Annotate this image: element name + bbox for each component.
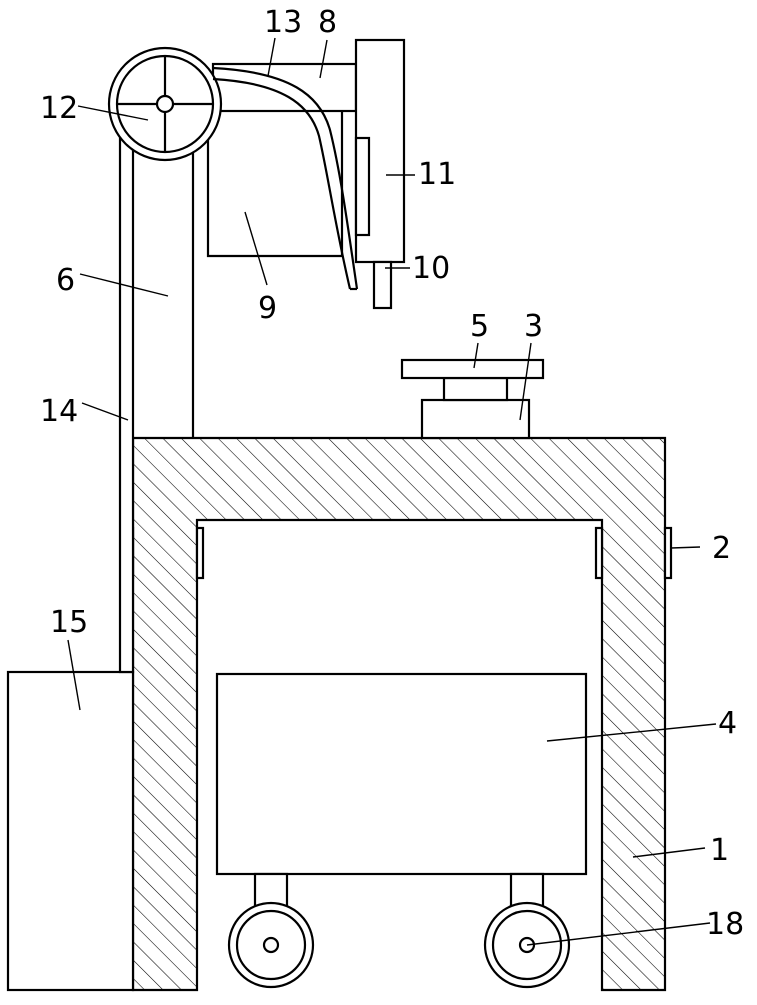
wheel-left xyxy=(227,872,315,989)
label-2: 2 xyxy=(712,531,731,566)
label-18: 18 xyxy=(706,907,744,942)
table-plate xyxy=(400,358,545,380)
label-5: 5 xyxy=(470,309,489,344)
label-15: 15 xyxy=(50,605,88,640)
wheel-right xyxy=(483,872,571,989)
housing xyxy=(206,111,344,258)
label-10: 10 xyxy=(412,251,450,286)
pulley xyxy=(107,46,223,162)
label-1: 1 xyxy=(710,833,729,868)
hinge-clips xyxy=(125,526,673,580)
drawer-box xyxy=(215,672,588,876)
label-11: 11 xyxy=(418,157,456,192)
table-base xyxy=(420,376,531,440)
label-12: 12 xyxy=(40,91,78,126)
reference-labels: 12 13 8 11 10 9 6 5 3 14 2 15 4 1 18 xyxy=(40,5,744,942)
label-13: 13 xyxy=(264,5,302,40)
leader-lines xyxy=(67,37,717,946)
label-6: 6 xyxy=(56,263,75,298)
arm xyxy=(211,62,358,113)
label-9: 9 xyxy=(258,291,277,326)
label-4: 4 xyxy=(718,706,737,741)
vertical-rod xyxy=(118,130,135,674)
label-14: 14 xyxy=(40,394,78,429)
side-plate xyxy=(354,38,406,264)
hose xyxy=(212,66,359,291)
label-3: 3 xyxy=(524,309,543,344)
label-8: 8 xyxy=(318,5,337,40)
tool-bit xyxy=(372,260,393,310)
side-box xyxy=(6,670,135,992)
